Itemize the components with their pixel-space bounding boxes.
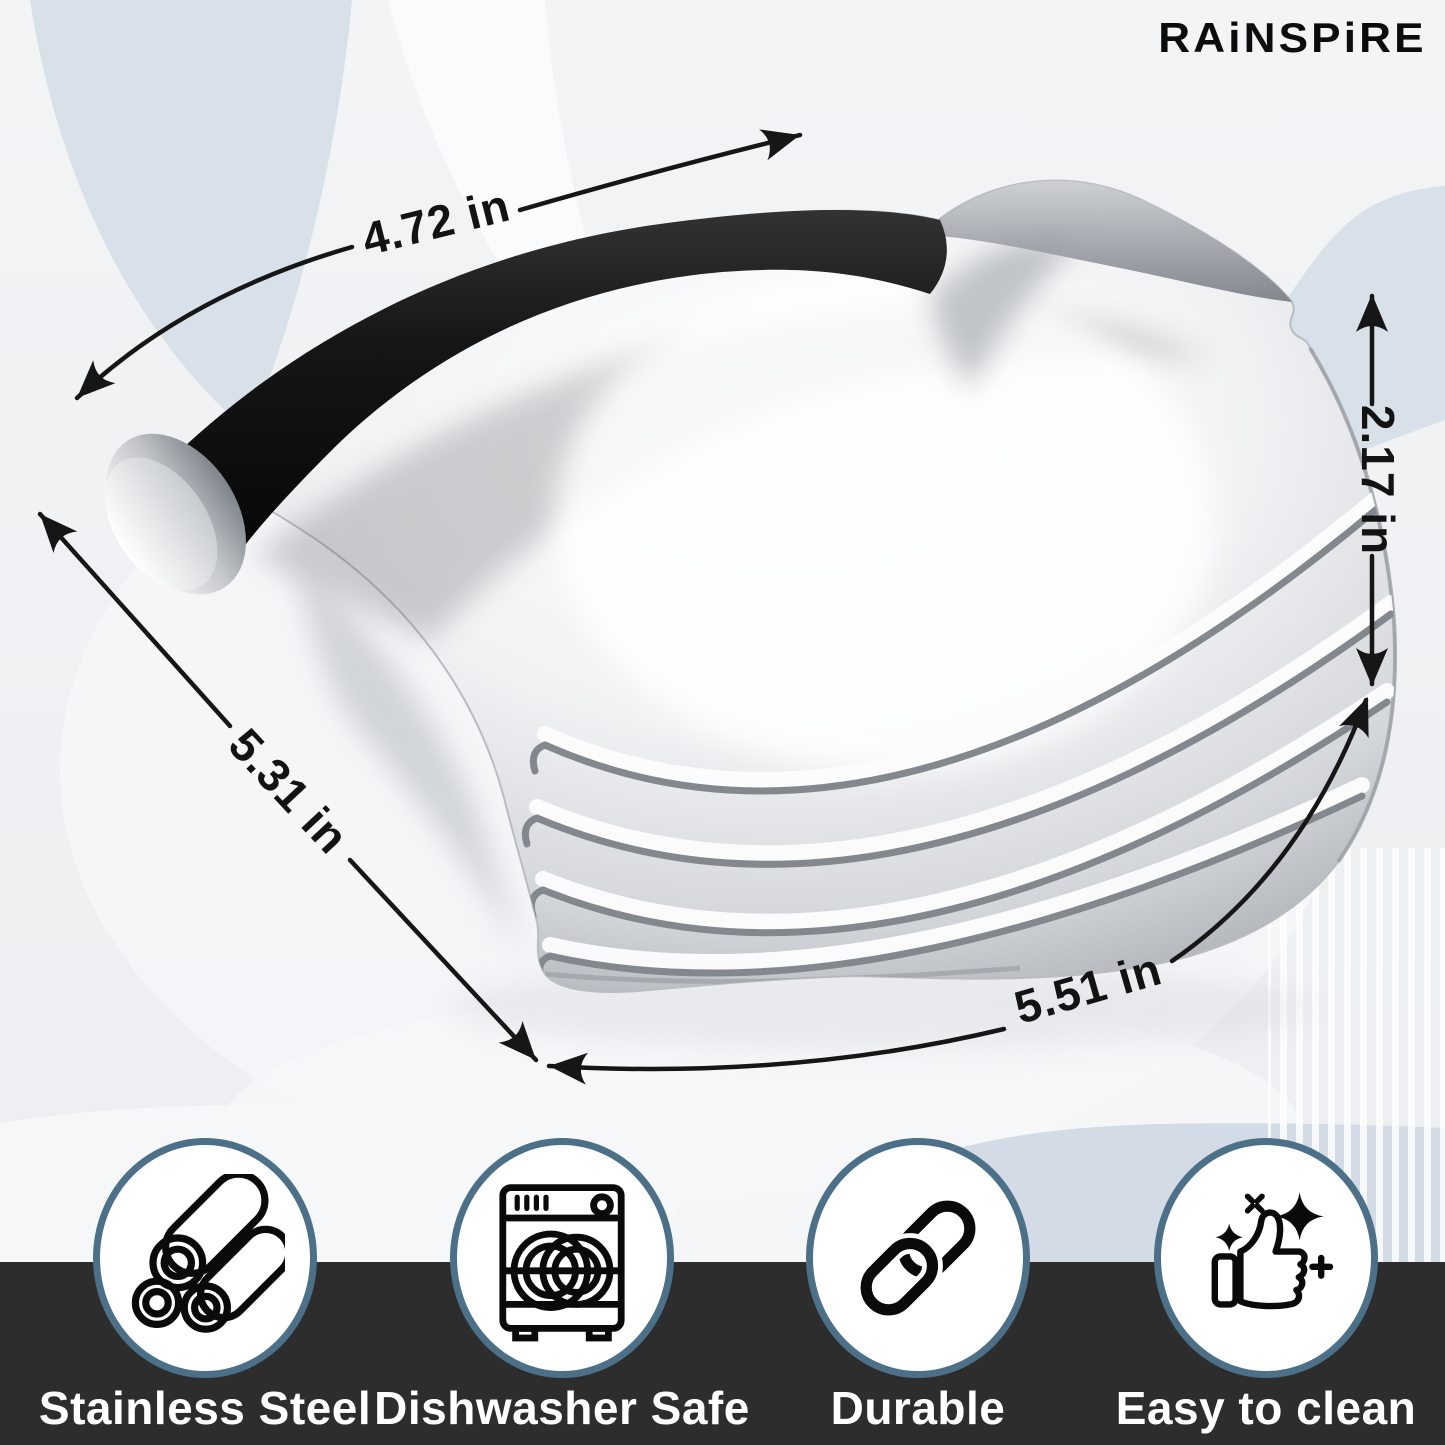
blade-stack [521,489,1396,984]
feature-badge-dishwasher-safe [450,1138,674,1378]
feature-badge-durable [806,1138,1030,1378]
thumbs-up-sparkle-icon [1211,1192,1334,1310]
dimension-label-right-height: 2.17 in [1352,404,1404,556]
brand-logo: RAiNSPiRE [1158,14,1427,61]
steel-pipes-icon [131,1174,285,1333]
feature-badge-easy-to-clean [1154,1138,1378,1378]
washing-machine-icon [499,1184,625,1342]
pastry-blender-illustration [104,179,1398,1050]
feature-label: Stainless Steel [38,1382,372,1434]
feature-label: Easy to clean [1115,1382,1417,1434]
chain-link-icon [855,1200,976,1321]
feature-badge-stainless-steel [93,1138,317,1378]
handle-end-cap [104,433,246,595]
feature-label: Dishwasher Safe [374,1382,750,1434]
feature-label: Durable [830,1382,1006,1434]
dimension-arrows [37,132,1375,1072]
